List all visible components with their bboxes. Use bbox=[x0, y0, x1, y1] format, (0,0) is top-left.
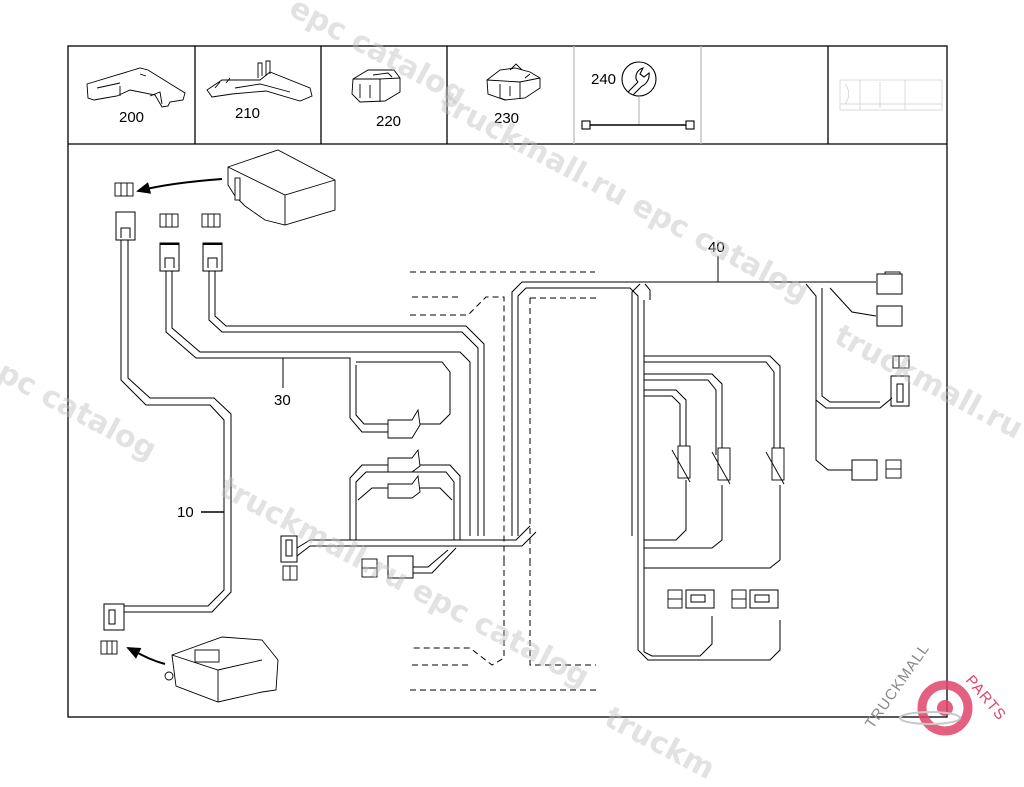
part-label-230[interactable]: 230 bbox=[494, 110, 520, 127]
inline-connectors-30 bbox=[387, 408, 421, 499]
harness-10[interactable] bbox=[120, 240, 232, 613]
bracket-part-icon[interactable] bbox=[206, 60, 313, 102]
wiring-diagram bbox=[67, 45, 973, 736]
inline-connectors-40 bbox=[671, 445, 785, 485]
wrench-icon[interactable] bbox=[581, 61, 695, 130]
optional-routing-dashed bbox=[410, 271, 596, 691]
control-unit-icon bbox=[227, 149, 336, 226]
callout-10[interactable]: 10 bbox=[177, 504, 194, 521]
arrow-to-connector-top bbox=[136, 178, 223, 194]
part-label-220[interactable]: 220 bbox=[376, 113, 402, 130]
clip-part-icon[interactable] bbox=[486, 63, 541, 101]
brand-logo-icon bbox=[899, 680, 973, 736]
part-label-200[interactable]: 200 bbox=[119, 109, 145, 126]
callout-40[interactable]: 40 bbox=[708, 239, 725, 256]
cover-part-icon[interactable] bbox=[86, 67, 186, 108]
frame bbox=[67, 45, 948, 718]
connector-housing-icon[interactable] bbox=[351, 69, 401, 103]
arrow-to-connector-bottom bbox=[126, 647, 166, 665]
harness-40[interactable] bbox=[511, 281, 893, 661]
vehicle-thumbnail-icon bbox=[839, 79, 943, 111]
callout-30[interactable]: 30 bbox=[274, 392, 291, 409]
switch-unit-icon bbox=[164, 636, 279, 703]
part-label-210[interactable]: 210 bbox=[235, 105, 261, 122]
part-label-240[interactable]: 240 bbox=[591, 71, 617, 88]
socket-connectors bbox=[103, 211, 910, 631]
harness-30[interactable] bbox=[165, 271, 537, 574]
